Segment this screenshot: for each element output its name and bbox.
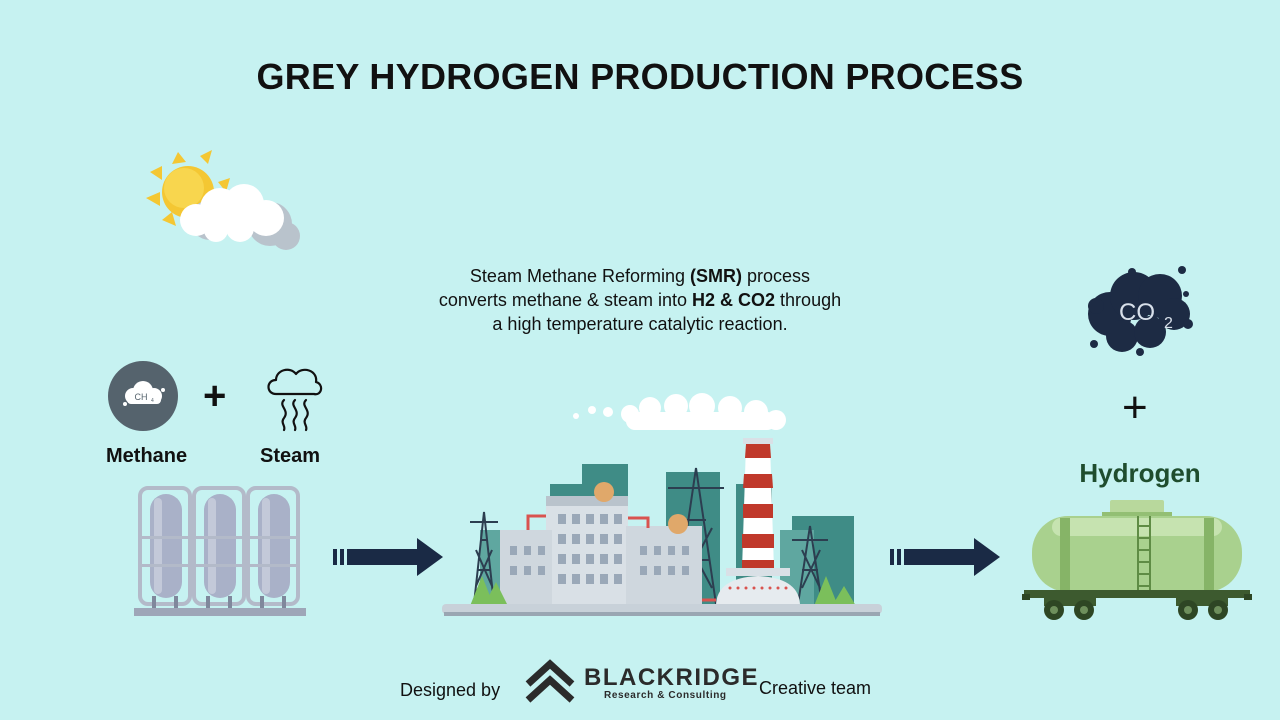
steam-label: Steam xyxy=(260,445,321,467)
methane-formula-sub: 4 xyxy=(151,398,154,404)
outputs-plus: + xyxy=(1122,383,1148,432)
sun-cloud-icon xyxy=(146,150,300,250)
blackridge-logo-icon xyxy=(525,659,575,703)
co2-sub: 2 xyxy=(1164,315,1173,332)
brand-subtitle: Research & Consulting xyxy=(604,690,727,701)
inputs-plus: + xyxy=(203,374,227,418)
hydrogen-label: Hydrogen xyxy=(1079,458,1201,488)
desc-line1-text: Steam Methane Reforming xyxy=(469,266,691,286)
co2-cloud-icon: CO 2 xyxy=(1088,266,1193,356)
page-title: GREY HYDROGEN PRODUCTION PROCESS xyxy=(256,56,1024,97)
process-description: Steam Methane Reforming (SMR) process co… xyxy=(340,264,940,336)
methane-formula: CH xyxy=(135,392,148,402)
methane-label: Methane xyxy=(106,445,188,467)
desc-line3: a high temperature catalytic reaction. xyxy=(492,314,788,334)
desc-smr: (SMR) xyxy=(690,266,743,286)
hydrogen-tanker-icon xyxy=(1022,500,1252,620)
co2-text: CO xyxy=(1119,299,1155,326)
storage-tanks-icon xyxy=(134,486,306,616)
arrow-right-icon xyxy=(333,538,443,576)
footer-designed-by: Designed by xyxy=(400,680,501,700)
desc-products: H2 & CO2 xyxy=(692,290,776,310)
brand-name: BLACKRIDGE xyxy=(584,664,759,691)
desc-line2-end: through xyxy=(775,290,842,310)
steam-icon xyxy=(267,368,323,432)
desc-line2-text: converts methane & steam into xyxy=(438,290,693,310)
smr-plant-icon xyxy=(442,393,882,616)
methane-icon: CH 4 xyxy=(108,361,178,431)
desc-line1-end: process xyxy=(742,266,811,286)
arrow-right-icon xyxy=(890,538,1000,576)
footer-creative-team: Creative team xyxy=(759,678,872,698)
